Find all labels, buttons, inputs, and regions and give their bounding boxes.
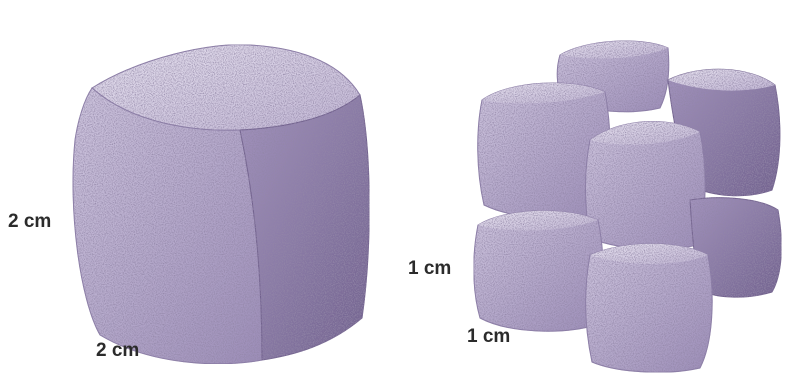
large-cube-bottom-label: 2 cm [96,340,139,362]
small-cube-side-label: 1 cm [408,258,451,280]
large-cube [73,45,369,364]
large-cube-side-label: 2 cm [8,211,51,233]
small-cubes-group [474,41,782,372]
small-cube-bottom-label: 1 cm [467,326,510,348]
small-cube-left-bottom [474,211,603,331]
small-cube-front-top [586,122,706,250]
small-cube-front-bottom [586,244,712,373]
